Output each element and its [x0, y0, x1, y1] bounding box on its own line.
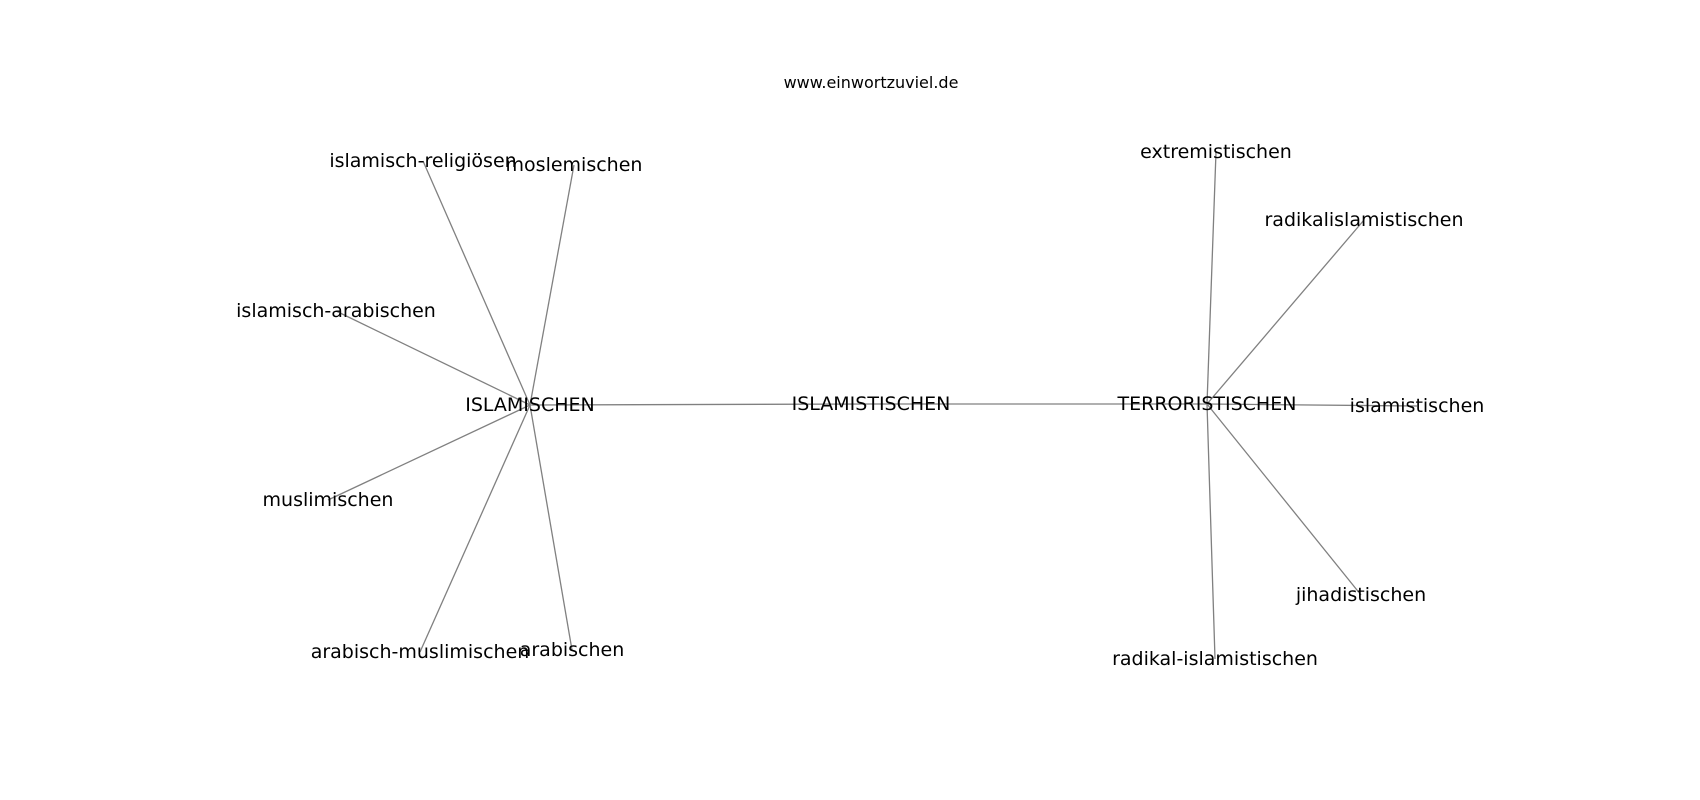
node-islamistischen: islamistischen: [1350, 395, 1485, 417]
site-url-label: www.einwortzuviel.de: [784, 73, 959, 92]
edge-terroristischen-radikalislamistischen: [1206, 219, 1365, 405]
node-islamisch-arabischen: islamisch-arabischen: [236, 300, 436, 322]
edge-islamischen-islamistischen-center: [529, 403, 872, 406]
edge-terroristischen-extremistischen: [1206, 151, 1217, 405]
edge-islamischen-islamisch-arabischen: [335, 310, 531, 406]
edge-terroristischen-islamistischen: [1206, 403, 1418, 407]
edge-islamischen-islamisch-religioesen: [422, 160, 531, 406]
node-moslemischen: moslemischen: [506, 154, 643, 176]
node-islamistischen-center: ISLAMISTISCHEN: [792, 393, 951, 415]
node-jihadistischen: jihadistischen: [1295, 584, 1426, 606]
edge-terroristischen-radikal-islamistischen: [1206, 403, 1216, 660]
node-muslimischen: muslimischen: [263, 489, 394, 511]
edge-islamischen-arabischen: [529, 404, 573, 651]
node-islamisch-religioesen: islamisch-religiösen: [329, 150, 516, 172]
node-layer: ISLAMISCHEN ISLAMISTISCHEN TERRORISTISCH…: [236, 141, 1484, 670]
edge-islamischen-arabisch-muslimischen: [419, 404, 531, 653]
node-radikalislamistischen: radikalislamistischen: [1264, 209, 1463, 231]
edge-terroristischen-jihadistischen: [1206, 403, 1362, 596]
edge-layer: [327, 151, 1418, 660]
edge-islamischen-moslemischen: [529, 164, 575, 406]
node-extremistischen: extremistischen: [1140, 141, 1292, 163]
node-arabisch-muslimischen: arabisch-muslimischen: [311, 641, 530, 663]
node-terroristischen: TERRORISTISCHEN: [1117, 393, 1297, 415]
edge-islamischen-muslimischen: [327, 404, 531, 501]
node-radikal-islamistischen: radikal-islamistischen: [1112, 648, 1318, 670]
node-islamischen: ISLAMISCHEN: [465, 394, 595, 416]
node-arabischen: arabischen: [520, 639, 625, 661]
